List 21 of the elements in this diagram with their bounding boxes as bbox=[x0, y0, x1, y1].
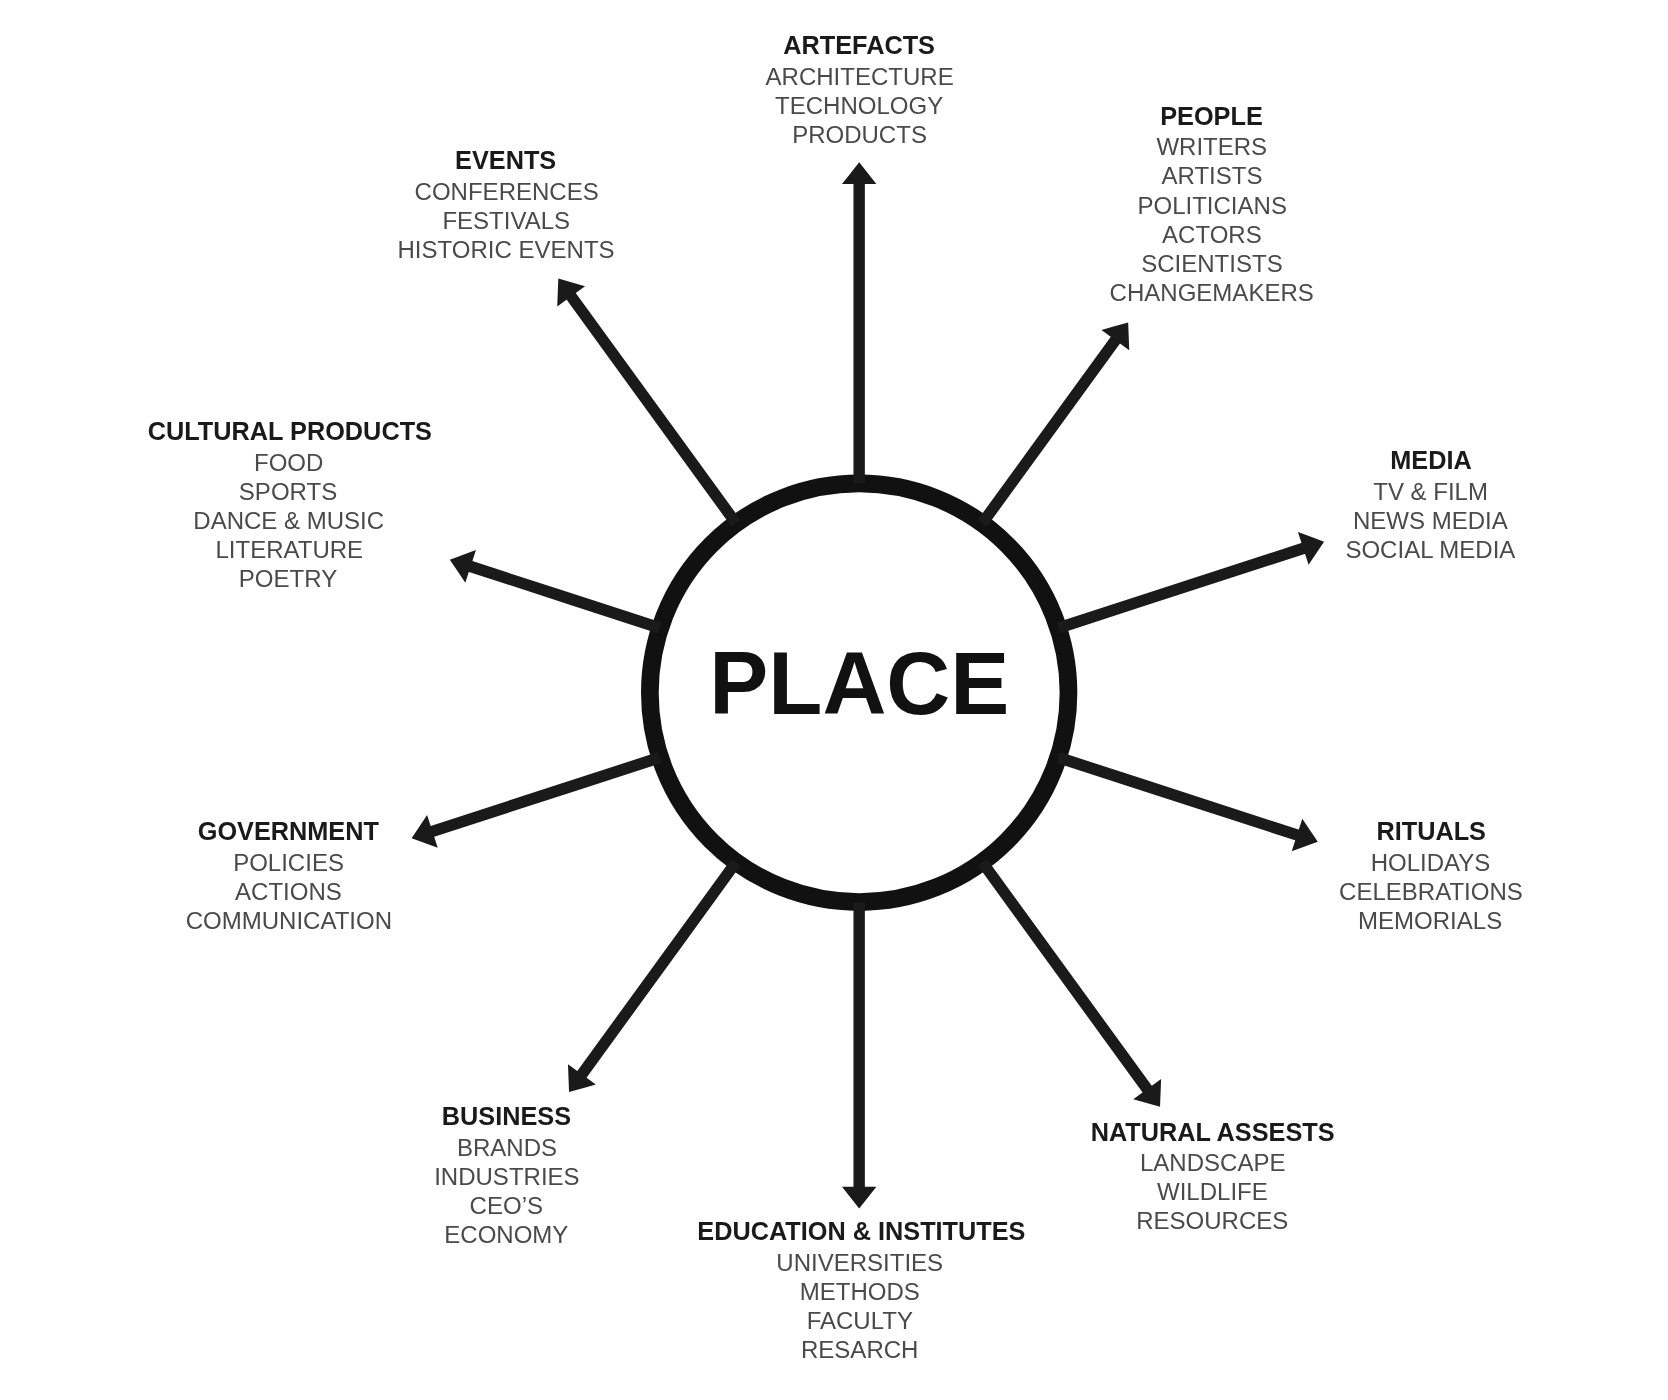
arrow bbox=[567, 858, 741, 1093]
node-text: GOVERNMENT POLICIES ACTIONS COMMUNICATION bbox=[185, 817, 392, 935]
arrow bbox=[977, 858, 1161, 1107]
node-text: MEDIA TV & FILM NEWS MEDIA SOCIAL MEDIA bbox=[1344, 446, 1515, 564]
node-circle: PLACE bbox=[640, 474, 1077, 911]
node-text: CULTURAL PRODUCTS FOOD SPORTS DANCE & MUSIC LITERATURE POETRY bbox=[147, 417, 432, 593]
arrow bbox=[841, 162, 876, 484]
arrow bbox=[411, 752, 662, 848]
arrow bbox=[1056, 752, 1318, 852]
node-text: BUSINESS BRANDS INDUSTRIES CEO’S ECONOMY bbox=[433, 1102, 580, 1249]
node-text: NATURAL ASSESTS LANDSCAPE WILDLIFE RESOURCES bbox=[1090, 1117, 1335, 1235]
arrow bbox=[841, 902, 876, 1209]
node-text: PEOPLE WRITERS ARTISTS POLITICIANS ACTORS SCIENTISTS CHANGEMAKERS bbox=[1109, 101, 1314, 306]
arrow bbox=[556, 278, 741, 527]
arrow bbox=[977, 322, 1129, 527]
arrow bbox=[449, 550, 662, 634]
node-text: EDUCATION & INSTITUTES UNIVERSITIES METHODS FACULTY RESARCH bbox=[696, 1216, 1025, 1363]
node-text: RITUALS HOLIDAYS CELEBRATIONS MEMORIALS bbox=[1338, 817, 1523, 935]
node-text: ARTEFACTS ARCHITECTURE TECHNOLOGY PRODUCTS bbox=[765, 31, 954, 149]
arrow bbox=[1056, 532, 1324, 634]
node-text: EVENTS CONFERENCES FESTIVALS HISTORIC EVENTS bbox=[397, 146, 615, 263]
